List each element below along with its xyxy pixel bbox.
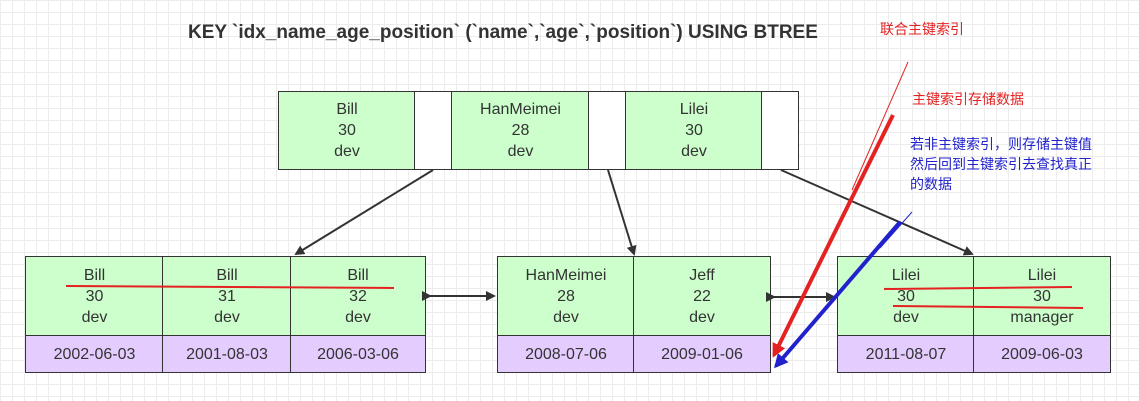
- leaf2-key-1: HanMeimei 28 dev: [497, 256, 635, 337]
- key-position: dev: [214, 309, 240, 326]
- key-position: dev: [689, 309, 715, 326]
- key-position: dev: [553, 309, 579, 326]
- leaf1-key-1: Bill 30 dev: [25, 256, 164, 337]
- key-age: 30: [85, 288, 104, 305]
- leaf3-data-2: 2009-06-03: [973, 335, 1111, 373]
- key-age: 22: [693, 288, 711, 305]
- key-name: Bill: [347, 267, 369, 284]
- strike-line-leaf3-b: [892, 305, 1084, 309]
- key-name: Bill: [83, 267, 106, 284]
- key-name: Bill: [216, 267, 238, 284]
- key-age: 32: [349, 288, 367, 305]
- key-position: dev: [893, 309, 919, 326]
- key-age: 30: [338, 122, 356, 139]
- leaf1-key-3: Bill 32 dev: [290, 256, 426, 337]
- annotation-line-3: 的数据: [910, 177, 952, 193]
- leaf3-data-1: 2011-08-07: [837, 335, 975, 373]
- key-age: 30: [1033, 288, 1051, 305]
- key-name: Lilei: [891, 267, 921, 284]
- key-name: HanMeimei: [480, 101, 561, 118]
- annotation-composite-index: 联合主键索引: [880, 22, 964, 38]
- key-age: 28: [511, 122, 530, 139]
- leaf1-data-2: 2001-08-03: [162, 335, 292, 373]
- key-position: dev: [507, 143, 534, 160]
- annotation-line-1: 若非主键索引，则存储主键值: [910, 137, 1092, 153]
- annotation-secondary-index-note: 若非主键索引，则存储主键值 然后回到主键索引去查找真正 的数据: [910, 135, 1092, 195]
- arrow-root-to-leaf1: [294, 169, 434, 256]
- root-key-2: HanMeimei 28 dev: [451, 91, 590, 170]
- key-name: HanMeimei: [525, 267, 607, 284]
- key-name: Jeff: [689, 267, 715, 284]
- leaf2-key-2: Jeff 22 dev: [633, 256, 771, 337]
- arrow-root-to-leaf2: [607, 169, 637, 256]
- annotation-pointer-red-thin: [851, 61, 909, 191]
- leaf1-data-1: 2002-06-03: [25, 335, 164, 373]
- strike-line-leaf3-a: [883, 286, 1073, 290]
- key-position: dev: [81, 309, 108, 326]
- arrow-root-to-leaf3: [780, 169, 974, 256]
- root-pointer-3: [761, 91, 799, 170]
- leaf2-data-2: 2009-01-06: [633, 335, 771, 373]
- key-age: 31: [218, 288, 236, 305]
- key-age: 30: [685, 122, 703, 139]
- key-position: dev: [345, 309, 371, 326]
- leaf1-data-3: 2006-03-06: [290, 335, 426, 373]
- annotation-primary-index-stores-data: 主键索引存储数据: [912, 92, 1024, 108]
- key-position: dev: [681, 143, 707, 160]
- key-name: Lilei: [679, 101, 709, 118]
- strike-line-leaf1: [65, 285, 395, 289]
- key-name: Bill: [336, 101, 358, 118]
- diagram-title: KEY `idx_name_age_position` (`name`,`age…: [188, 22, 818, 43]
- key-age: 28: [557, 288, 575, 305]
- annotation-arrow-blue: [774, 220, 902, 369]
- key-position: manager: [1010, 309, 1074, 326]
- key-position: dev: [334, 143, 360, 160]
- annotation-line-2: 然后回到主键索引去查找真正: [910, 157, 1092, 173]
- key-age: 30: [897, 288, 915, 305]
- annotation-arrow-red: [772, 114, 895, 358]
- key-name: Lilei: [1027, 267, 1057, 284]
